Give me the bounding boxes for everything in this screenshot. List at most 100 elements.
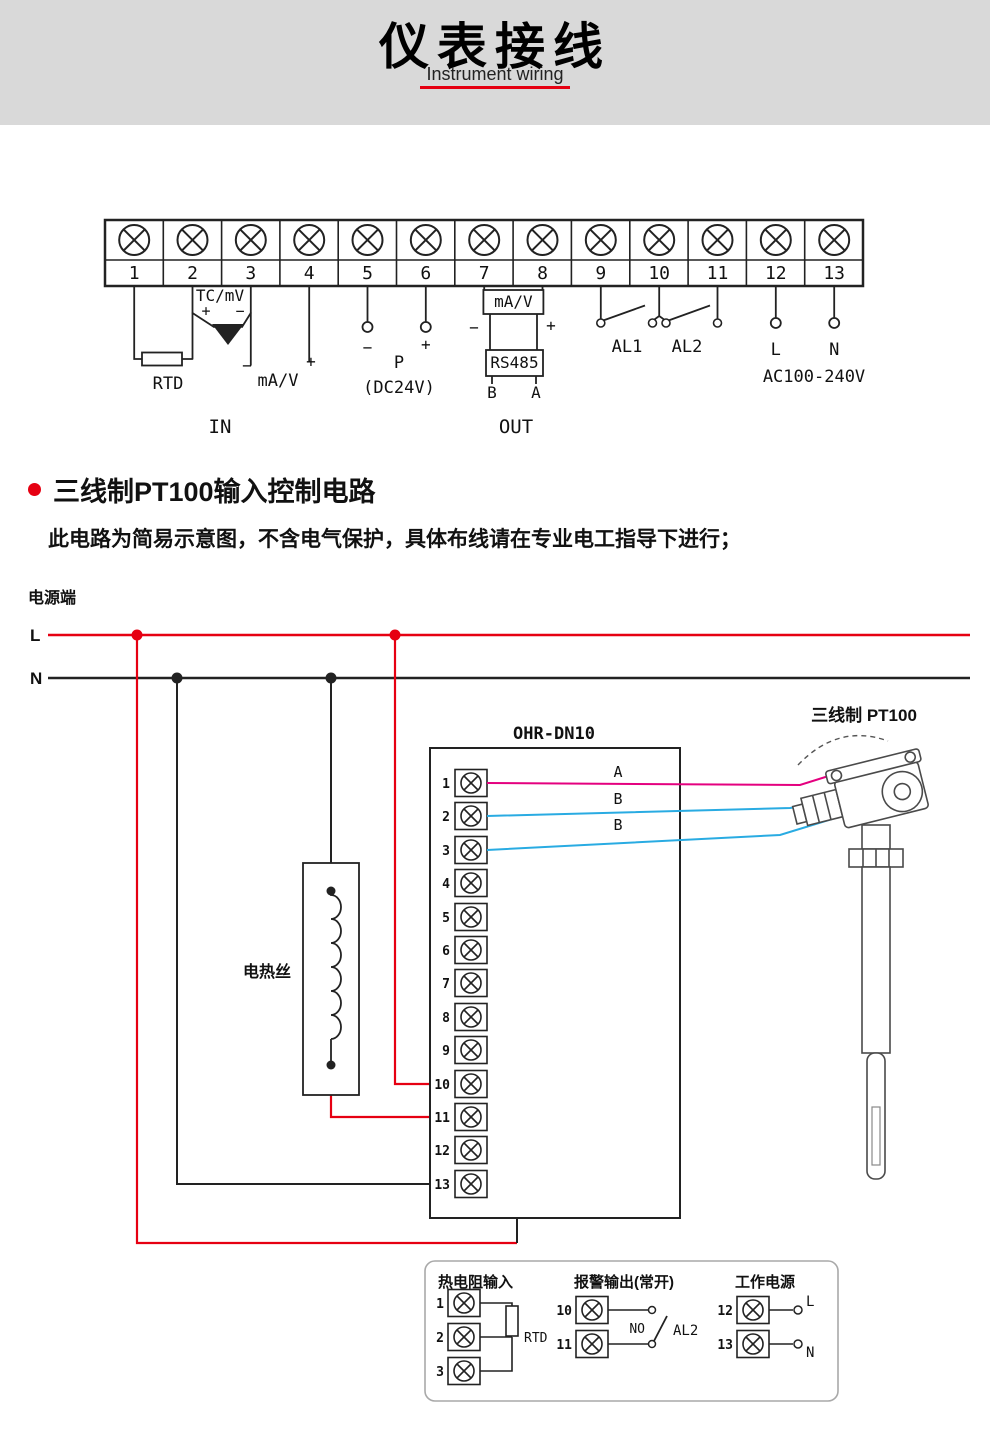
wire-b1-label: B — [613, 790, 622, 808]
device-terminal-number: 6 — [442, 944, 450, 959]
terminal-strip-diagram: 1 2 3 4 5 6 7 8 9 10 11 12 13 TC/mV + − … — [103, 218, 865, 438]
output-wires — [483, 286, 544, 384]
legend-terminal-number: 1 — [436, 1297, 444, 1312]
junction-dot — [326, 1060, 336, 1070]
junction-dot — [325, 672, 337, 684]
probe-tip — [866, 1052, 886, 1180]
legend-terminal-number: 10 — [556, 1304, 572, 1319]
power-rails: 电源端 L N — [28, 588, 970, 688]
legend-rtd-group: 热电阻输入 1 2 3 RTD — [436, 1273, 548, 1386]
legend-terminal-number: 3 — [436, 1365, 444, 1380]
screw-terminal-icon — [701, 224, 734, 256]
rs485-a: A — [531, 383, 541, 402]
page-header: 仪表接线 Instrument wiring — [0, 0, 990, 125]
tc-label: TC/mV — [196, 286, 245, 305]
device-terminal-number: 10 — [434, 1078, 450, 1093]
tc-plus: + — [201, 302, 210, 320]
device-terminal-number: 7 — [442, 977, 450, 992]
device-terminal-number: 3 — [442, 844, 450, 859]
open-terminal-icon — [419, 321, 432, 333]
open-terminal-icon — [793, 1339, 803, 1349]
open-terminal-icon — [769, 317, 782, 329]
screw-terminal-icon — [447, 1322, 481, 1352]
ac-power-section: L N AC100-240V — [763, 286, 865, 387]
ac-range-label: AC100-240V — [763, 367, 865, 387]
screw-terminal-icon — [584, 224, 617, 256]
screw-terminal-icon — [409, 224, 442, 256]
device-terminal-number: 9 — [442, 1044, 450, 1059]
junction-dot — [326, 886, 336, 896]
junction-dot — [171, 672, 183, 684]
terminal-number: 11 — [707, 263, 729, 284]
screw-terminal-icon — [818, 224, 851, 256]
wire-n-to-terminal13 — [176, 678, 455, 1185]
legend-power-title: 工作电源 — [735, 1273, 795, 1291]
l-junction-dots — [131, 629, 401, 641]
legend-n-label: N — [806, 1345, 814, 1361]
device-terminal-number: 12 — [434, 1144, 450, 1159]
legend-alarm-group: 报警输出(常开) 10 11 NO AL2 — [556, 1273, 698, 1359]
probe-element — [871, 1106, 881, 1166]
heater: 电热丝 — [243, 862, 360, 1096]
screw-terminal-icon — [176, 224, 209, 256]
sensor-screw-icon — [904, 751, 917, 763]
wire-l-to-power — [135, 635, 517, 1245]
al2-label: AL2 — [672, 337, 703, 357]
tc-minus: − — [235, 302, 244, 320]
legend-al2-label: AL2 — [673, 1323, 698, 1339]
screw-terminal-icon — [454, 868, 488, 898]
screw-terminal-icon — [447, 1288, 481, 1318]
legend-terminal-number: 13 — [717, 1338, 733, 1353]
screw-terminal-icon — [526, 224, 559, 256]
power-source-label: 电源端 — [28, 588, 76, 607]
legend-rtd-title: 热电阻输入 — [438, 1273, 513, 1291]
screw-terminal-icon — [454, 935, 488, 965]
screw-terminal-icon — [575, 1295, 609, 1325]
relay-contact-icon — [647, 318, 658, 328]
terminal-strip: 1 2 3 4 5 6 7 8 9 10 11 12 13 — [103, 218, 865, 288]
device-terminal-number: 4 — [442, 877, 450, 892]
terminal-number: 6 — [420, 263, 431, 284]
mav-out-box — [482, 289, 545, 315]
terminal-number: 3 — [245, 263, 256, 284]
p-label: P — [394, 353, 404, 373]
screw-terminal-icon — [447, 1356, 481, 1386]
terminal-number: 9 — [595, 263, 606, 284]
wire-a-label: A — [613, 763, 622, 781]
dc-power-section: − + P (DC24V) — [361, 286, 435, 398]
page-subtitle: Instrument wiring — [420, 64, 570, 89]
in-label: IN — [209, 416, 232, 438]
legend-rtd-wires — [480, 1302, 513, 1372]
screw-terminal-icon — [468, 224, 501, 256]
dc-wires — [366, 286, 427, 322]
relay-blade — [653, 1315, 668, 1342]
legend-alarm-title: 报警输出(常开) — [574, 1273, 674, 1291]
device-terminal-number: 13 — [434, 1178, 450, 1193]
page-title: 仪表接线 — [379, 19, 611, 75]
screw-terminal-icon — [351, 224, 384, 256]
sensor-label: 三线制 PT100 — [811, 705, 917, 725]
rs485-b: B — [487, 383, 497, 402]
screw-terminal-icon — [454, 1069, 488, 1099]
mav-in-plus: + — [306, 352, 316, 371]
legend-terminal-number: 2 — [436, 1331, 444, 1346]
terminal-number: 10 — [648, 263, 670, 284]
legend-power-wires — [769, 1309, 793, 1345]
alarm-section: AL1 AL2 — [595, 286, 723, 357]
open-terminal-icon — [361, 321, 374, 333]
control-circuit-diagram: 电源端 L N 电热丝 OHR-DN10 — [28, 588, 970, 1402]
ac-n-label: N — [829, 340, 839, 360]
device-terminal-number: 2 — [442, 810, 450, 825]
sensor-probe — [848, 824, 904, 1180]
sensor-hex-facets — [811, 792, 832, 823]
open-terminal-icon — [828, 317, 841, 329]
screw-terminal-icon — [454, 835, 488, 865]
probe-neck — [861, 824, 891, 850]
out-label: OUT — [499, 416, 533, 438]
legend-rtd-label: RTD — [524, 1331, 548, 1346]
relay-contact-icon — [647, 1305, 657, 1315]
rs485-label: RS485 — [490, 353, 538, 372]
screw-terminal-icon — [234, 224, 267, 256]
relay-contact-icon — [647, 1339, 657, 1349]
screw-terminal-icon — [454, 968, 488, 998]
